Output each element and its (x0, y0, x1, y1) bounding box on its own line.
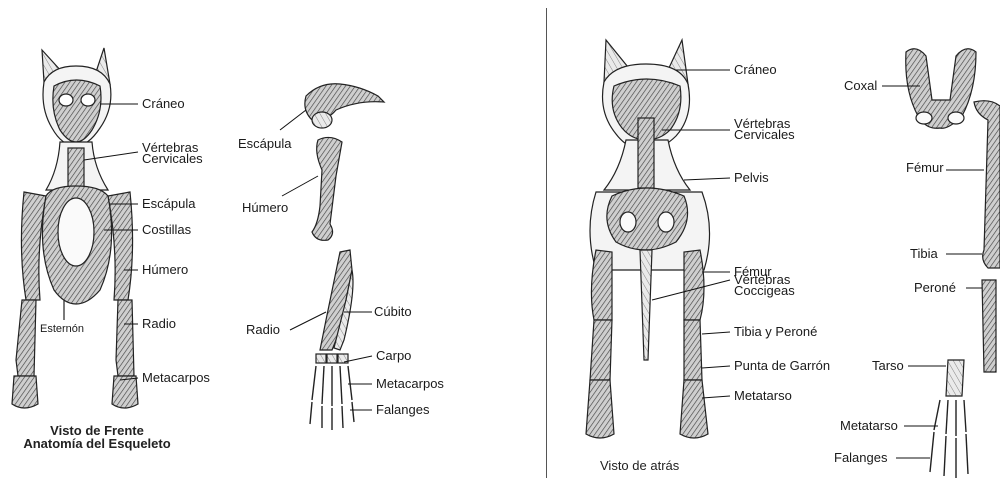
label-foreleg-falanges: Falanges (376, 404, 429, 415)
label-front-craneo: Cráneo (142, 98, 185, 109)
hindleg-detail-leaders (882, 86, 984, 458)
label-foreleg-escapula: Escápula (238, 138, 291, 149)
label-front-radio: Radio (142, 318, 176, 329)
label-front-vertebras-cervicales: Vértebras Cervicales (142, 142, 203, 164)
label-foreleg-radio: Radio (246, 324, 280, 335)
label-hindleg-falanges: Falanges (834, 452, 887, 463)
label-front-escapula: Escápula (142, 198, 195, 209)
section-divider (546, 8, 547, 478)
label-hindleg-femur: Fémur (906, 162, 944, 173)
label-rear-tibia-perone: Tibia y Peroné (734, 326, 817, 337)
label-front-esternon: Esternón (40, 324, 84, 335)
label-front-metacarpos: Metacarpos (142, 372, 210, 383)
label-rear-craneo: Cráneo (734, 64, 777, 75)
label-rear-pelvis: Pelvis (734, 172, 769, 183)
label-hindleg-perone: Peroné (914, 282, 956, 293)
label-front-humero: Húmero (142, 264, 188, 275)
label-rear-vertebras-coccigeas: Vértebras Coccigeas (734, 274, 795, 296)
label-rear-metatarso: Metatarso (734, 390, 792, 401)
label-hindleg-tarso: Tarso (872, 360, 904, 371)
label-hindleg-metatarso: Metatarso (840, 420, 898, 431)
rear-view-dog (586, 40, 710, 438)
caption-front-view: Visto de Frente Anatomía del Esqueleto (4, 424, 190, 450)
hindleg-detail-bones (906, 49, 1000, 478)
label-hindleg-coxal: Coxal (844, 80, 877, 91)
label-rear-vertebras-cervicales: Vértebras Cervicales (734, 118, 795, 140)
label-foreleg-humero: Húmero (242, 202, 288, 213)
label-rear-punta-garron: Punta de Garrón (734, 360, 830, 371)
front-view-dog (12, 48, 138, 408)
label-foreleg-cubito: Cúbito (374, 306, 412, 317)
label-front-costillas: Costillas (142, 224, 191, 235)
label-foreleg-carpo: Carpo (376, 350, 411, 361)
label-hindleg-tibia: Tibia (910, 248, 938, 259)
caption-rear-view: Visto de atrás (600, 458, 679, 473)
foreleg-detail-bones (305, 84, 384, 430)
label-foreleg-metacarpos: Metacarpos (376, 378, 444, 389)
